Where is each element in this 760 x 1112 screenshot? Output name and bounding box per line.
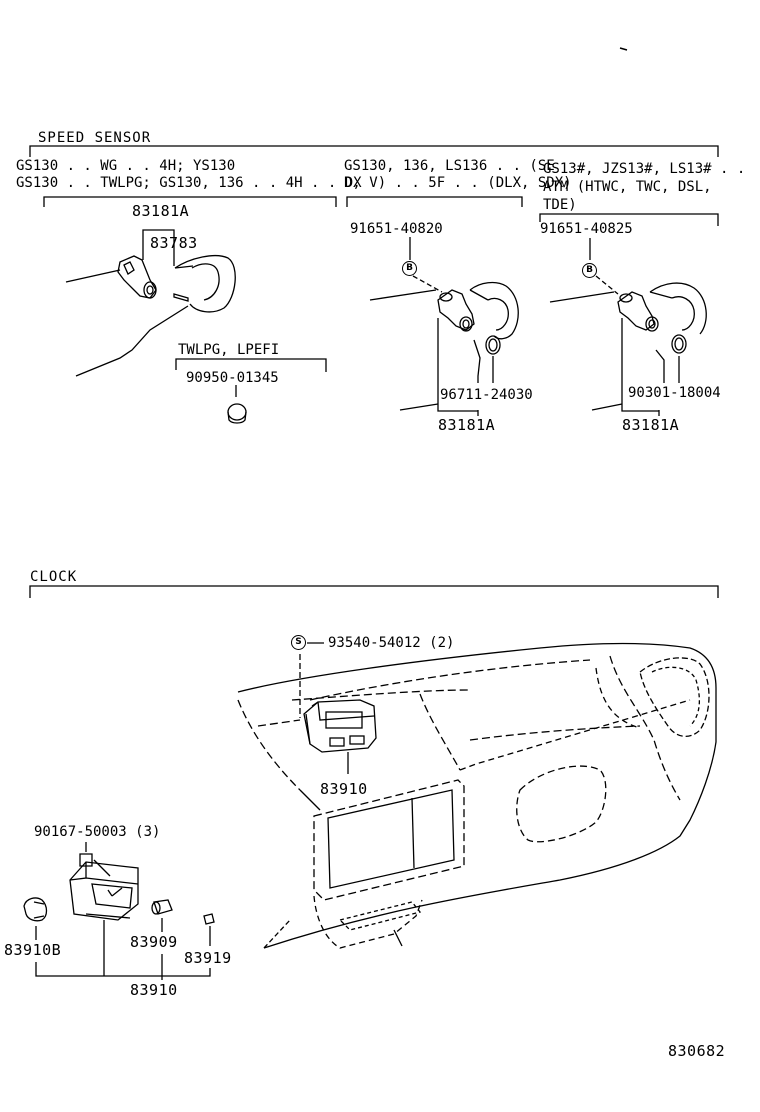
group3-bracket	[539, 213, 719, 226]
group3-condition-line2: ATM (HTWC, TWC, DSL,	[543, 179, 712, 195]
clock-part-90167: 90167-50003 (3)	[34, 824, 161, 840]
clock-unit-installed	[299, 642, 377, 774]
group3-part-90301: 90301-18004	[628, 385, 721, 401]
group1-condition-line2: GS130 . . TWLPG; GS130, 136 . . 4H . . D…	[16, 175, 362, 191]
clock-part-83910B: 83910B	[4, 941, 62, 959]
clock-exploded-drawing	[23, 842, 215, 980]
clock-part-83909: 83909	[130, 933, 178, 951]
group1-part-90950: 90950-01345	[186, 370, 279, 386]
speed-sensor-bracket	[29, 145, 719, 157]
clock-part-93540: 93540-54012 (2)	[328, 635, 455, 651]
group2-part-96711: 96711-24030	[440, 387, 533, 403]
group1-part-83181A: 83181A	[132, 202, 190, 220]
clock-s-symbol: S	[291, 635, 306, 650]
clock-title: CLOCK	[30, 569, 78, 585]
group3-part-83181A: 83181A	[622, 416, 680, 434]
group3-part-91651: 91651-40825	[540, 221, 633, 237]
speed-sensor-1-drawing	[65, 229, 327, 424]
clock-bracket	[29, 585, 719, 598]
group2-part-91651: 91651-40820	[350, 221, 443, 237]
group2-part-83181A: 83181A	[438, 416, 496, 434]
speed-sensor-3-drawing	[549, 238, 707, 416]
group2-b-symbol: B	[402, 261, 417, 276]
group3-b-symbol: B	[582, 263, 597, 278]
group3-condition-line1: GS13#, JZS13#, LS13# . .	[543, 161, 746, 177]
clock-part-83919: 83919	[184, 949, 232, 967]
clock-part-83910-installed: 83910	[320, 780, 368, 798]
diagram-number: 830682	[668, 1042, 726, 1060]
clock-part-83910-assembly: 83910	[130, 981, 178, 999]
group1-part-83783: 83783	[150, 234, 198, 252]
group2-condition-line1: GS130, 136, LS136 . . (SE	[344, 158, 555, 174]
group1-condition-line1: GS130 . . WG . . 4H; YS130	[16, 158, 236, 174]
dashboard-drawing	[237, 642, 717, 949]
speed-sensor-title: SPEED SENSOR	[38, 130, 152, 146]
group1-sub-condition: TWLPG, LPEFI	[178, 342, 280, 358]
speed-sensor-2-drawing	[369, 237, 519, 416]
group2-condition-line2: D, V) . . 5F . . (DLX, SDX)	[344, 175, 572, 191]
group3-condition-line3: TDE)	[543, 197, 577, 213]
group1-bracket	[43, 196, 337, 207]
group2-bracket	[346, 196, 523, 207]
